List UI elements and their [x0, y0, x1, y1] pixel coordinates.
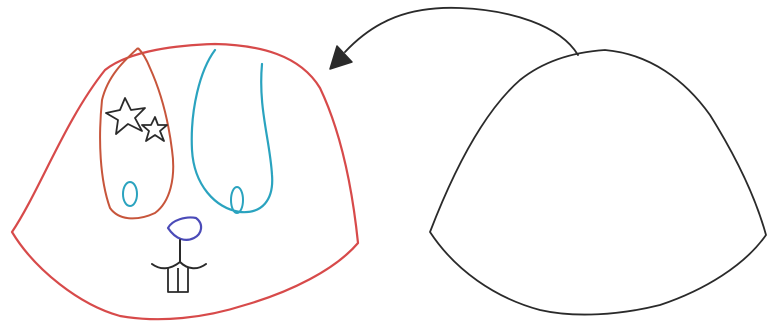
blank-dome-shape [430, 50, 766, 315]
curved-arrow [330, 8, 578, 69]
bunny-face-drawing [12, 44, 358, 319]
arrow-shaft [345, 8, 578, 55]
right-ear [192, 50, 272, 212]
head-outline [12, 44, 358, 319]
right-eye [231, 187, 243, 213]
teeth [168, 268, 188, 292]
mouth [152, 240, 206, 268]
nose [168, 217, 201, 239]
star-icon [142, 117, 167, 141]
star-icon [106, 98, 145, 134]
left-eye [123, 182, 137, 206]
